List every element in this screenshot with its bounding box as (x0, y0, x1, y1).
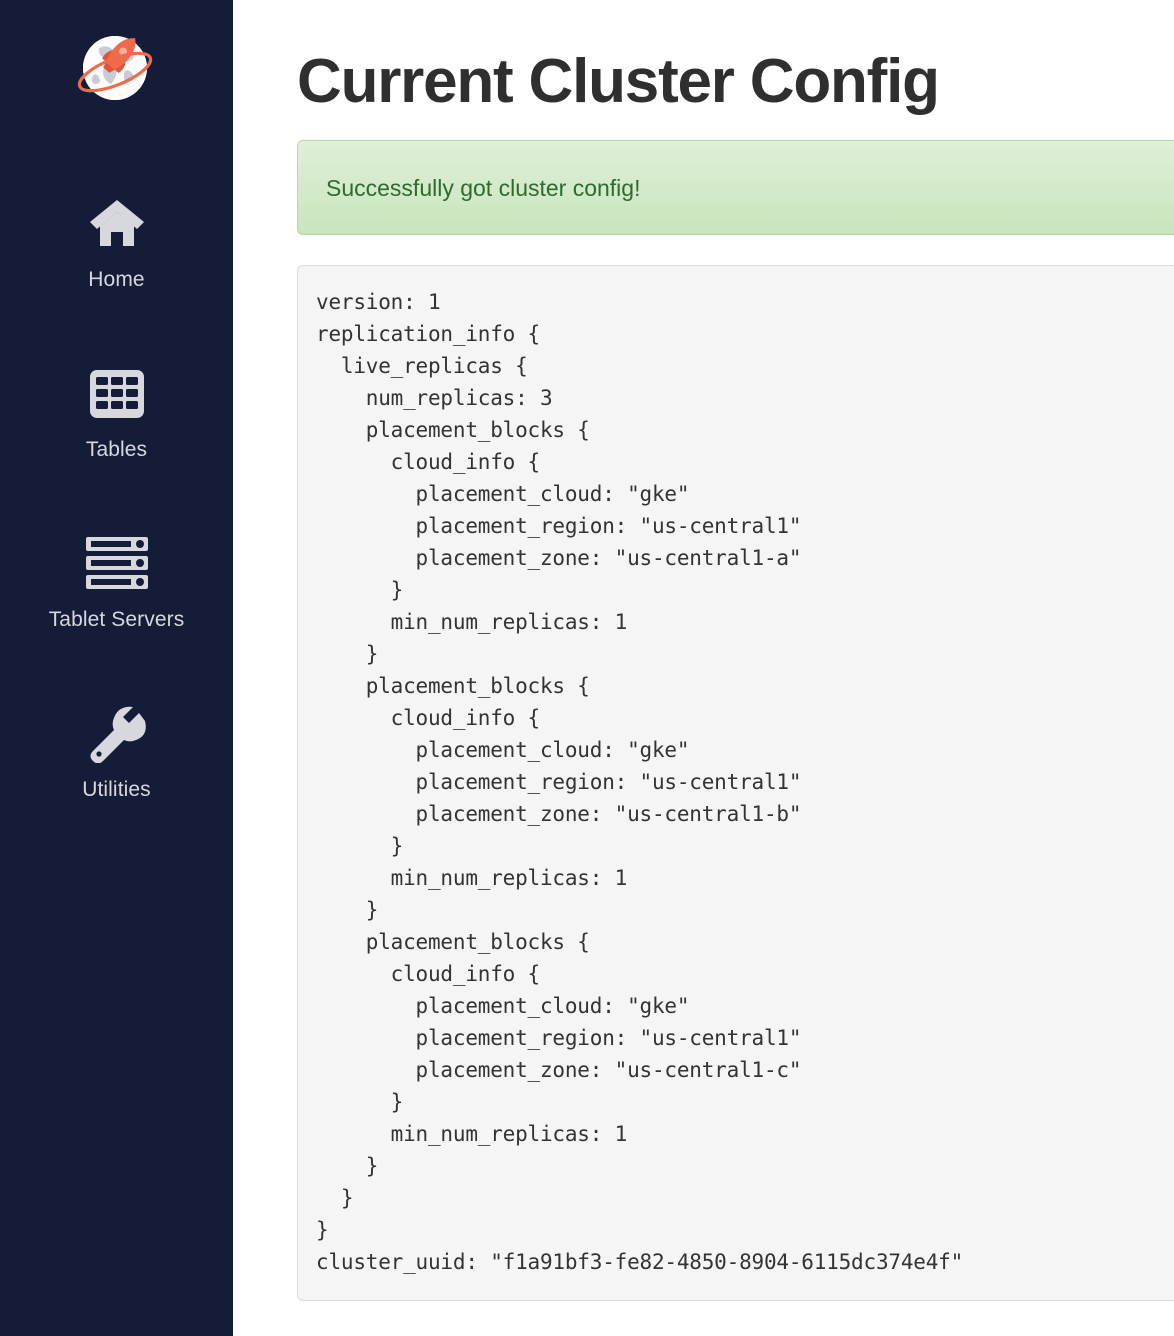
sidebar-item-home[interactable]: Home (0, 182, 233, 352)
page-title: Current Cluster Config (297, 47, 940, 116)
server-rack-icon (84, 534, 150, 594)
sidebar-item-label-tablet-servers: Tablet Servers (48, 608, 185, 631)
sidebar-item-tablet-servers[interactable]: Tablet Servers (0, 522, 233, 692)
cluster-config-panel: version: 1 replication_info { live_repli… (297, 265, 1174, 1301)
status-alert-success: Successfully got cluster config! (297, 140, 1174, 235)
sidebar-item-tables[interactable]: Tables (0, 352, 233, 522)
alert-message: Successfully got cluster config! (326, 174, 641, 201)
sidebar-item-label-home: Home (88, 268, 145, 291)
wrench-icon (88, 704, 146, 764)
sidebar-item-utilities[interactable]: Utilities (0, 692, 233, 862)
globe-rocket-logo-icon (71, 26, 163, 119)
sidebar: Home (0, 0, 233, 1336)
cluster-config-text[interactable]: version: 1 replication_info { live_repli… (316, 290, 964, 1274)
sidebar-item-label-utilities: Utilities (82, 778, 151, 801)
main-content: Current Cluster Config Successfully got … (233, 0, 1174, 1336)
home-icon (88, 194, 146, 254)
table-grid-icon (89, 364, 145, 424)
app-logo[interactable] (69, 26, 165, 118)
sidebar-item-label-tables: Tables (85, 438, 148, 461)
